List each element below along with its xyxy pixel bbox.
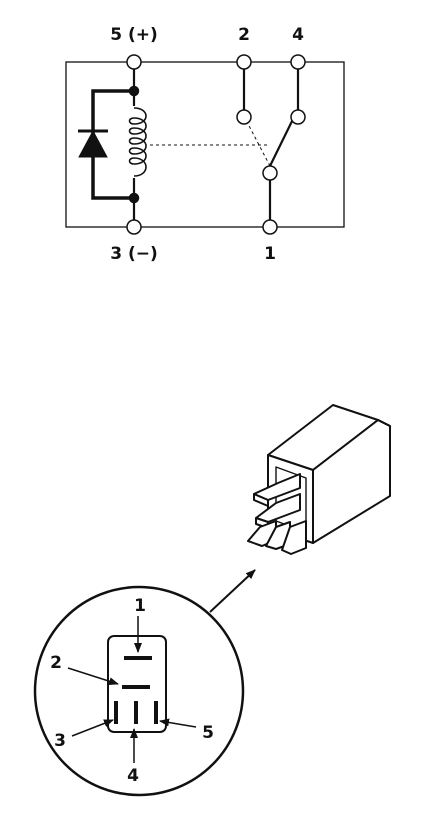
- terminal-3: [126, 219, 142, 235]
- junction-dot: [128, 192, 140, 204]
- callout-label-1: 1: [134, 596, 146, 616]
- pin-top: [253, 473, 301, 501]
- callout-arrows: [67, 616, 197, 763]
- switch-blade: [269, 112, 297, 167]
- callout-label-3: 3: [54, 731, 66, 751]
- terminal-label-3: 3 (−): [110, 244, 158, 264]
- terminal-label-4: 4: [292, 25, 304, 45]
- pin-slot-4: [134, 701, 138, 724]
- callout-label-5: 5: [202, 723, 214, 743]
- schematic-frame: [65, 61, 345, 228]
- terminal-label-2: 2: [238, 25, 250, 45]
- pin-slot-5: [154, 701, 158, 724]
- connector-face: [107, 635, 167, 733]
- pin-slot-3: [114, 701, 118, 724]
- switch-blade-alt: [246, 121, 271, 167]
- coil-icon: [128, 106, 147, 178]
- contact-2: [236, 109, 252, 125]
- pin-middle: [255, 493, 301, 523]
- relay-pins: [247, 473, 307, 555]
- pin-slot-1: [124, 656, 152, 660]
- pin-slot-2: [122, 685, 150, 689]
- terminal-5: [126, 54, 142, 70]
- junction-dot: [128, 85, 140, 97]
- contact-4: [290, 109, 306, 125]
- terminal-4: [290, 54, 306, 70]
- diode-icon: [78, 129, 108, 158]
- relay-schematic: [65, 54, 345, 235]
- callout-label-4: 4: [127, 766, 139, 786]
- pin-lower-right: [281, 520, 307, 555]
- terminal-label-1: 1: [264, 244, 276, 264]
- contact-common: [262, 165, 278, 181]
- terminal-1: [262, 219, 278, 235]
- terminal-2: [236, 54, 252, 70]
- callout-label-2: 2: [50, 653, 62, 673]
- terminal-label-5: 5 (+): [110, 25, 158, 45]
- pointer-arrow: [209, 569, 256, 613]
